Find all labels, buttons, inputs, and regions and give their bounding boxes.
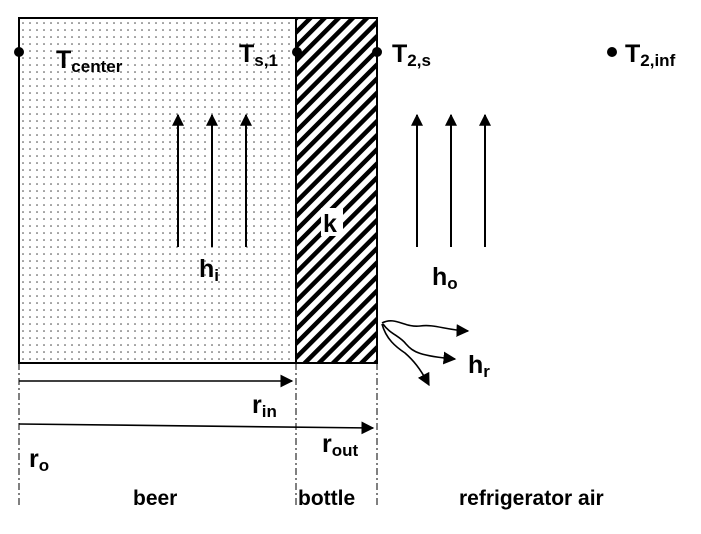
r-in-label: rin — [252, 391, 277, 421]
hr-arrow-1 — [381, 319, 470, 337]
outer-convection-arrows — [411, 113, 491, 247]
k-label: k — [323, 210, 337, 238]
t-s1-label: Ts,1 — [239, 40, 278, 70]
r-o-label: ro — [29, 445, 49, 475]
dimension-guides — [18, 363, 378, 508]
hr-arrow-2 — [382, 323, 457, 365]
r-out-arrow — [18, 421, 375, 435]
h-i-label: hi — [199, 255, 219, 285]
k-label-box — [321, 208, 343, 236]
t-2inf-point — [607, 47, 617, 57]
t-center-label: Tcenter — [56, 46, 123, 76]
r-out-label: rout — [322, 430, 359, 460]
beer-region — [18, 17, 297, 364]
radius-arrows — [18, 374, 375, 435]
t-center-point — [14, 47, 24, 57]
region-beer-label: beer — [133, 487, 177, 510]
region-bottle-label: bottle — [298, 487, 355, 510]
t-2inf-label: T2,inf — [625, 40, 676, 70]
bottle-wall — [295, 17, 378, 364]
h-r-label: hr — [468, 351, 490, 381]
hr-arrow-3 — [381, 323, 430, 387]
t-2s-point — [372, 47, 382, 57]
t-s1-point — [292, 47, 302, 57]
region-air-label: refrigerator air — [459, 487, 604, 510]
inner-convection-arrows — [172, 113, 252, 247]
h-o-label: ho — [432, 263, 458, 293]
t-2s-label: T2,s — [392, 40, 431, 70]
radiation-arrows — [381, 319, 470, 387]
